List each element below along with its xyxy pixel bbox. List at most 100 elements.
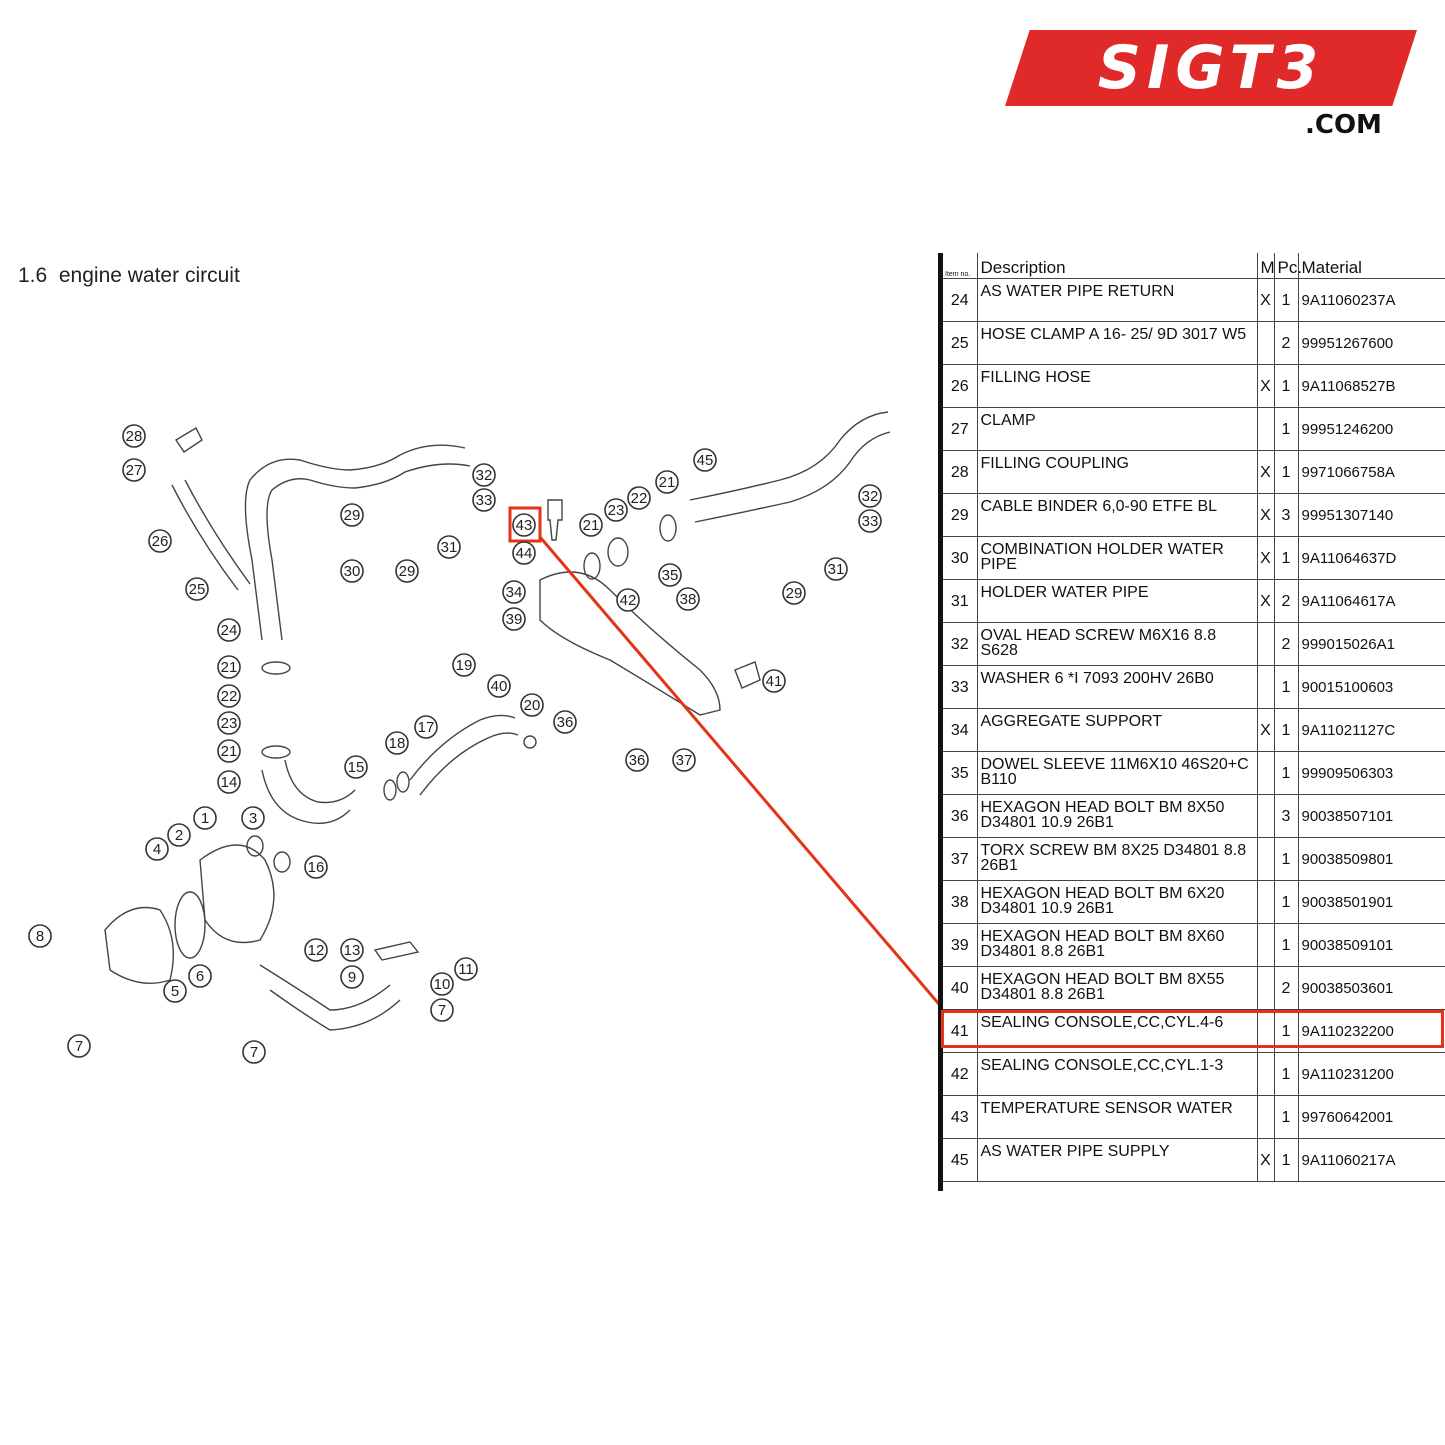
row-pc: 1 [1274,837,1299,881]
row-m: X [1257,1138,1275,1182]
callout-36: 36 [553,710,577,734]
callout-7: 7 [67,1034,91,1058]
callout-24: 24 [217,618,241,642]
row-material: 99760642001 [1298,1095,1445,1139]
svg-text:4: 4 [153,841,161,858]
svg-text:33: 33 [476,492,493,509]
svg-text:7: 7 [438,1002,446,1019]
row-material: 99951267600 [1298,321,1445,365]
callout-21: 21 [655,470,679,494]
row-pc: 1 [1274,1052,1299,1096]
callout-27: 27 [122,458,146,482]
row-pc: 3 [1274,493,1299,537]
header-material: Material [1298,253,1445,279]
logo-wordmark: SIGT3 [1005,30,1417,106]
callout-8: 8 [28,924,52,948]
header-item-no: Item no. [943,253,978,279]
callout-41: 41 [762,669,786,693]
row-m [1257,923,1275,967]
svg-text:29: 29 [344,507,361,524]
row-item-no: 33 [943,665,978,709]
row-description: HEXAGON HEAD BOLT BM 8X55 D34801 8.8 26B… [977,966,1258,1010]
callout-18: 18 [385,731,409,755]
row-description: HOLDER WATER PIPE [977,579,1258,623]
row-pc: 1 [1274,364,1299,408]
row-material: 9A11060237A [1298,278,1445,322]
svg-text:42: 42 [620,592,637,609]
callout-39: 39 [502,607,526,631]
svg-text:15: 15 [348,759,365,776]
svg-text:37: 37 [676,752,693,769]
brand-logo[interactable]: SIGT3 .COM [1005,30,1417,150]
row-item-no: 29 [943,493,978,537]
row-item-no: 43 [943,1095,978,1139]
row-item-no: 34 [943,708,978,752]
row-description: AGGREGATE SUPPORT [977,708,1258,752]
row-pc: 1 [1274,278,1299,322]
callout-33: 33 [472,488,496,512]
svg-text:9: 9 [348,969,356,986]
row-description: TORX SCREW BM 8X25 D34801 8.8 26B1 [977,837,1258,881]
svg-text:23: 23 [608,502,625,519]
svg-text:35: 35 [662,567,679,584]
svg-text:10: 10 [434,976,451,993]
svg-text:3: 3 [249,810,257,827]
svg-text:31: 31 [828,561,845,578]
row-pc: 1 [1274,407,1299,451]
row-material: 9A11060217A [1298,1138,1445,1182]
row-description: COMBINATION HOLDER WATER PIPE [977,536,1258,580]
svg-text:36: 36 [557,714,574,731]
row-item-no: 38 [943,880,978,924]
svg-text:44: 44 [516,545,533,562]
table-header-row: Item no. Description M Pc. Material [943,253,1445,279]
row-item-no: 25 [943,321,978,365]
row-item-no: 40 [943,966,978,1010]
row-description: CABLE BINDER 6,0-90 ETFE BL [977,493,1258,537]
row-m: X [1257,579,1275,623]
row-pc: 3 [1274,794,1299,838]
svg-text:8: 8 [36,928,44,945]
diagram-line-art [104,411,891,1031]
row-material: 9A11064637D [1298,536,1445,580]
svg-text:29: 29 [399,563,416,580]
svg-text:6: 6 [196,968,204,985]
row-material: 9971066758A [1298,450,1445,494]
callout-7: 7 [430,998,454,1022]
callout-14: 14 [217,770,241,794]
row-pc: 1 [1274,923,1299,967]
row-m [1257,665,1275,709]
callout-29: 29 [340,503,364,527]
row-material: 90038507101 [1298,794,1445,838]
svg-text:19: 19 [456,657,473,674]
row-item-no: 27 [943,407,978,451]
row-pc: 2 [1274,321,1299,365]
svg-text:40: 40 [491,678,508,695]
callout-26: 26 [148,529,172,553]
svg-text:21: 21 [583,517,600,534]
svg-text:34: 34 [506,584,523,601]
row-m: X [1257,278,1275,322]
row-description: HOSE CLAMP A 16- 25/ 9D 3017 W5 [977,321,1258,365]
